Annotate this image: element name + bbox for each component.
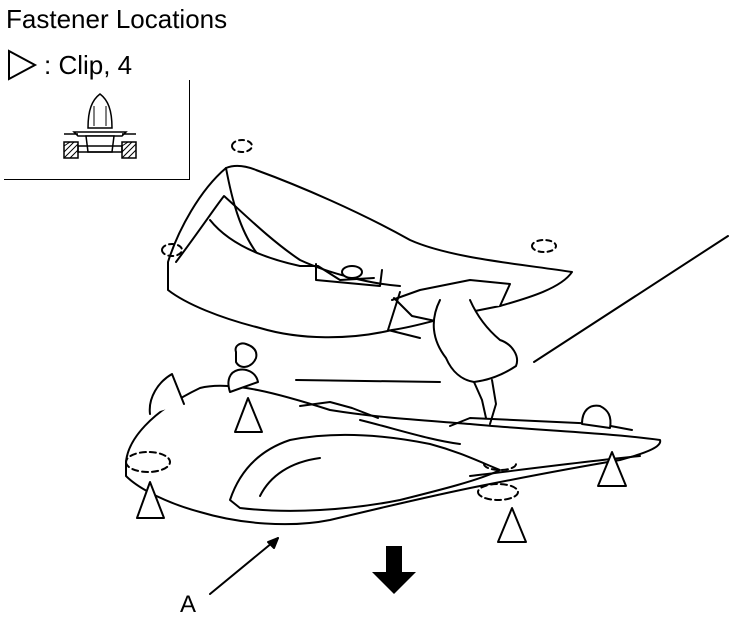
- legend: : Clip, 4: [6, 48, 132, 82]
- callout-label-a: A: [180, 591, 197, 618]
- diagram-title: Fastener Locations: [6, 4, 228, 34]
- triangle-marker-icon: [8, 49, 38, 81]
- legend-text: : Clip, 4: [44, 50, 133, 80]
- lower-tray-panel: [125, 342, 662, 526]
- clip-detail-inset: [4, 80, 190, 180]
- clip-triangle-3: [497, 507, 527, 543]
- clip-triangle-4: [597, 451, 627, 487]
- wiring-connector: [295, 235, 729, 425]
- clip-triangle-1: [234, 397, 263, 433]
- callout-arrowhead: [267, 537, 279, 549]
- clip-icon: [63, 93, 137, 159]
- clip-triangles: [136, 397, 627, 543]
- removal-direction-arrow-icon: [372, 546, 416, 594]
- upper-cover-panel: [161, 139, 573, 339]
- callout-leader-line: [209, 537, 279, 595]
- clip-triangle-2: [136, 481, 165, 519]
